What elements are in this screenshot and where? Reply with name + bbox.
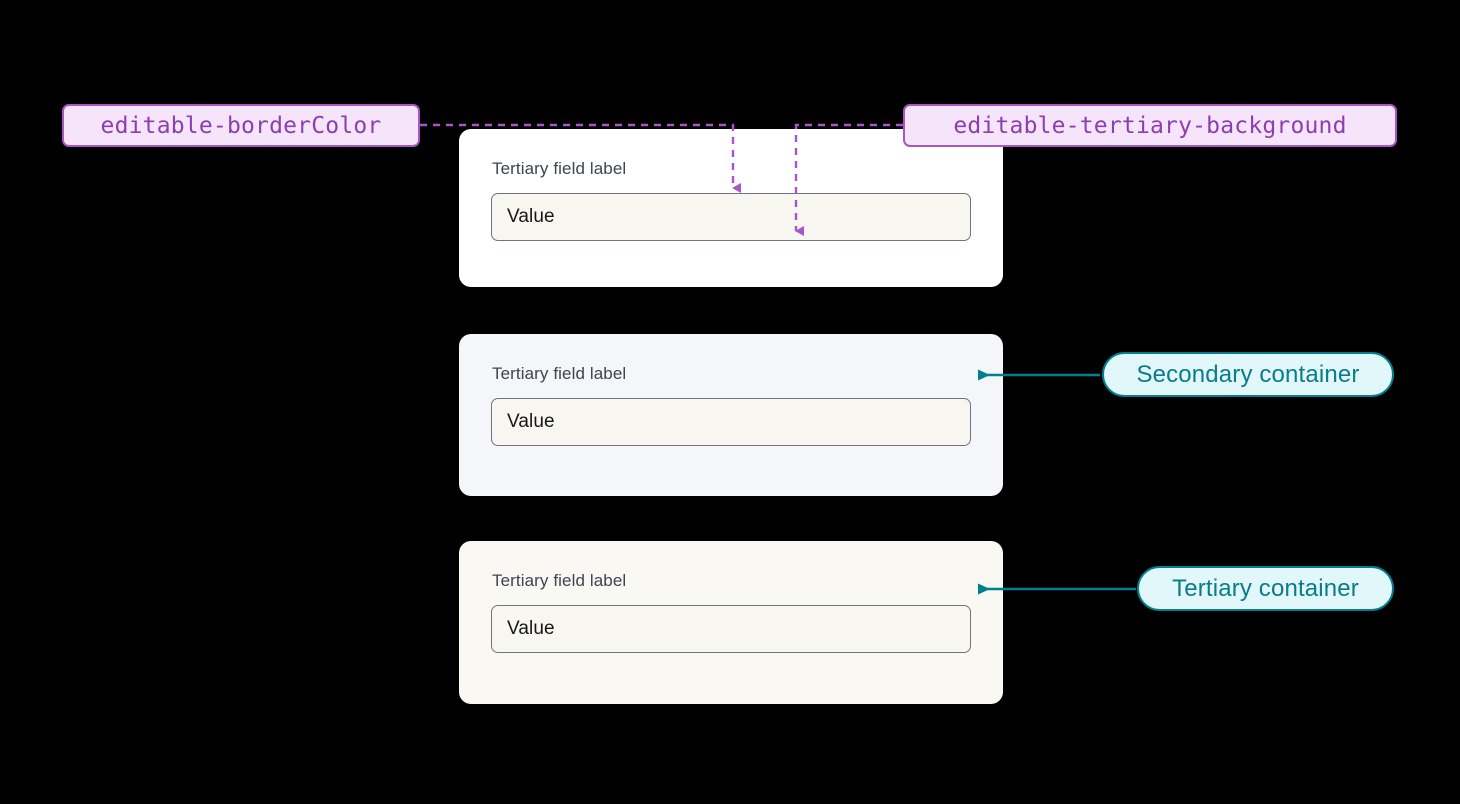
secondary-container-card: Tertiary field label Value <box>459 334 1003 496</box>
callout-token-tertiary-background[interactable]: editable-tertiary-background <box>903 104 1397 147</box>
callout-secondary-container[interactable]: Secondary container <box>1102 352 1394 397</box>
callout-token-border-color[interactable]: editable-borderColor <box>62 104 420 147</box>
value-input-secondary[interactable]: Value <box>491 398 971 446</box>
value-input-primary[interactable]: Value <box>491 193 971 241</box>
value-input-tertiary-text: Value <box>507 618 555 639</box>
primary-container-card: Tertiary field label Value <box>459 129 1003 287</box>
callout-tertiary-container[interactable]: Tertiary container <box>1137 566 1394 611</box>
tertiary-container-card: Tertiary field label Value <box>459 541 1003 704</box>
field-label-secondary: Tertiary field label <box>492 364 627 383</box>
value-input-tertiary[interactable]: Value <box>491 605 971 653</box>
value-input-primary-text: Value <box>507 206 555 227</box>
value-input-secondary-text: Value <box>507 411 555 432</box>
field-label-primary: Tertiary field label <box>492 159 627 178</box>
field-label-tertiary: Tertiary field label <box>492 571 627 590</box>
